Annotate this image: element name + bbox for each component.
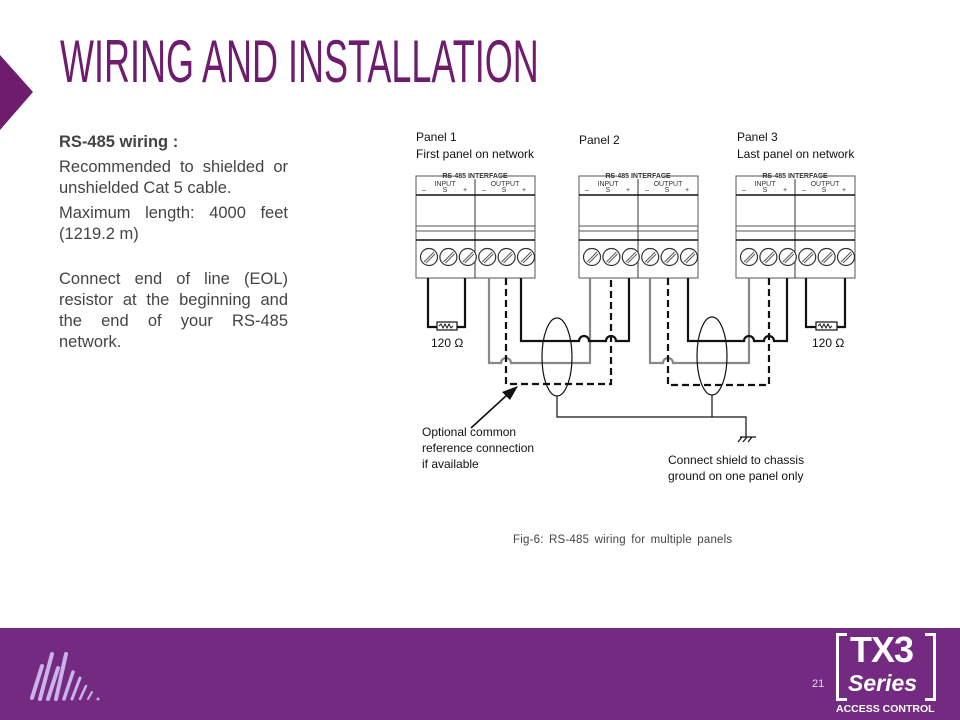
interface-label: RS-485 INTERFACE: [605, 173, 671, 180]
svg-text:S: S: [606, 187, 611, 194]
svg-text:INPUT: INPUT: [435, 181, 457, 188]
svg-text:S: S: [443, 187, 448, 194]
company-logo: [30, 652, 100, 701]
brand-tagline: ACCESS CONTROL: [836, 703, 935, 715]
svg-text:INPUT: INPUT: [755, 181, 777, 188]
wires: [426, 278, 847, 443]
panel-3-desc: Last panel on network: [737, 147, 855, 161]
wire-shield-ref-1: [504, 278, 613, 386]
wire-plus-1: [519, 278, 631, 343]
ground-wire: [556, 395, 747, 437]
paragraph-eol: Connect end of line (EOL) resistor at th…: [59, 270, 288, 351]
svg-text:S: S: [665, 187, 670, 194]
resistor-3-label: 120 Ω: [812, 336, 844, 350]
panel-3-name: Panel 3: [737, 130, 778, 144]
svg-text:OUTPUT: OUTPUT: [491, 181, 521, 188]
svg-text:–: –: [645, 187, 649, 194]
ground-icon: [737, 436, 756, 443]
svg-text:OUTPUT: OUTPUT: [811, 181, 841, 188]
note-shield-1: Connect shield to chassis: [668, 453, 804, 467]
svg-text:OUTPUT: OUTPUT: [654, 181, 684, 188]
note-reference-2: reference connection: [422, 441, 534, 455]
svg-text:S: S: [763, 187, 768, 194]
interface-label: RS-485 INTERFACE: [442, 173, 508, 180]
slide-title: WIRING AND INSTALLATION: [60, 28, 539, 95]
svg-text:S: S: [502, 187, 507, 194]
wire-minus-1: [487, 278, 592, 365]
svg-text:S: S: [822, 187, 827, 194]
panel-1-desc: First panel on network: [416, 147, 535, 161]
svg-text:–: –: [422, 187, 426, 194]
footer-band: [0, 628, 960, 720]
wire-minus-2: [648, 278, 751, 365]
figure-caption: Fig-6: RS-485 wiring for multiple panels: [513, 534, 733, 546]
svg-text:+: +: [685, 187, 689, 194]
note-shield-2: ground on one panel only: [668, 469, 803, 483]
eol-wire-1: [426, 278, 467, 329]
svg-text:INPUT: INPUT: [598, 181, 620, 188]
resistor-1: [436, 321, 458, 331]
svg-text:+: +: [463, 187, 467, 194]
svg-text:+: +: [842, 187, 846, 194]
svg-text:+: +: [783, 187, 787, 194]
svg-text:+: +: [522, 187, 526, 194]
section-heading: RS-485 wiring :: [59, 133, 179, 151]
resistor-1-label: 120 Ω: [431, 336, 463, 350]
corner-triangle-decoration: [0, 55, 33, 130]
note-reference-3: if available: [422, 457, 479, 471]
paragraph-cable: Recommended to shielded or unshielded Ca…: [59, 158, 288, 197]
wire-shield-ref-2: [666, 278, 771, 387]
panel-2-name: Panel 2: [579, 133, 620, 147]
panel-1-name: Panel 1: [416, 130, 457, 144]
svg-text:–: –: [482, 187, 486, 194]
body-text: RS-485 wiring : Recommended to shielded …: [59, 132, 288, 357]
interface-label: RS-485 INTERFACE: [762, 173, 828, 180]
svg-text:–: –: [802, 187, 806, 194]
page-number: 21: [812, 678, 825, 690]
arrow-icon: [470, 394, 508, 429]
svg-text:+: +: [626, 187, 630, 194]
svg-text:–: –: [585, 187, 589, 194]
note-reference-1: Optional common: [422, 425, 516, 439]
tx3-brand-logo: TX3 Series: [836, 629, 936, 701]
paragraph-length: Maximum length: 4000 feet (1219.2 m): [59, 204, 288, 243]
eol-wire-3: [804, 278, 847, 329]
wire-plus-2: [686, 278, 789, 343]
cable-shield-2: [696, 316, 728, 396]
diagram-labels: Panel 1 First panel on network Panel 2 P…: [416, 130, 855, 483]
svg-text:–: –: [742, 187, 746, 194]
